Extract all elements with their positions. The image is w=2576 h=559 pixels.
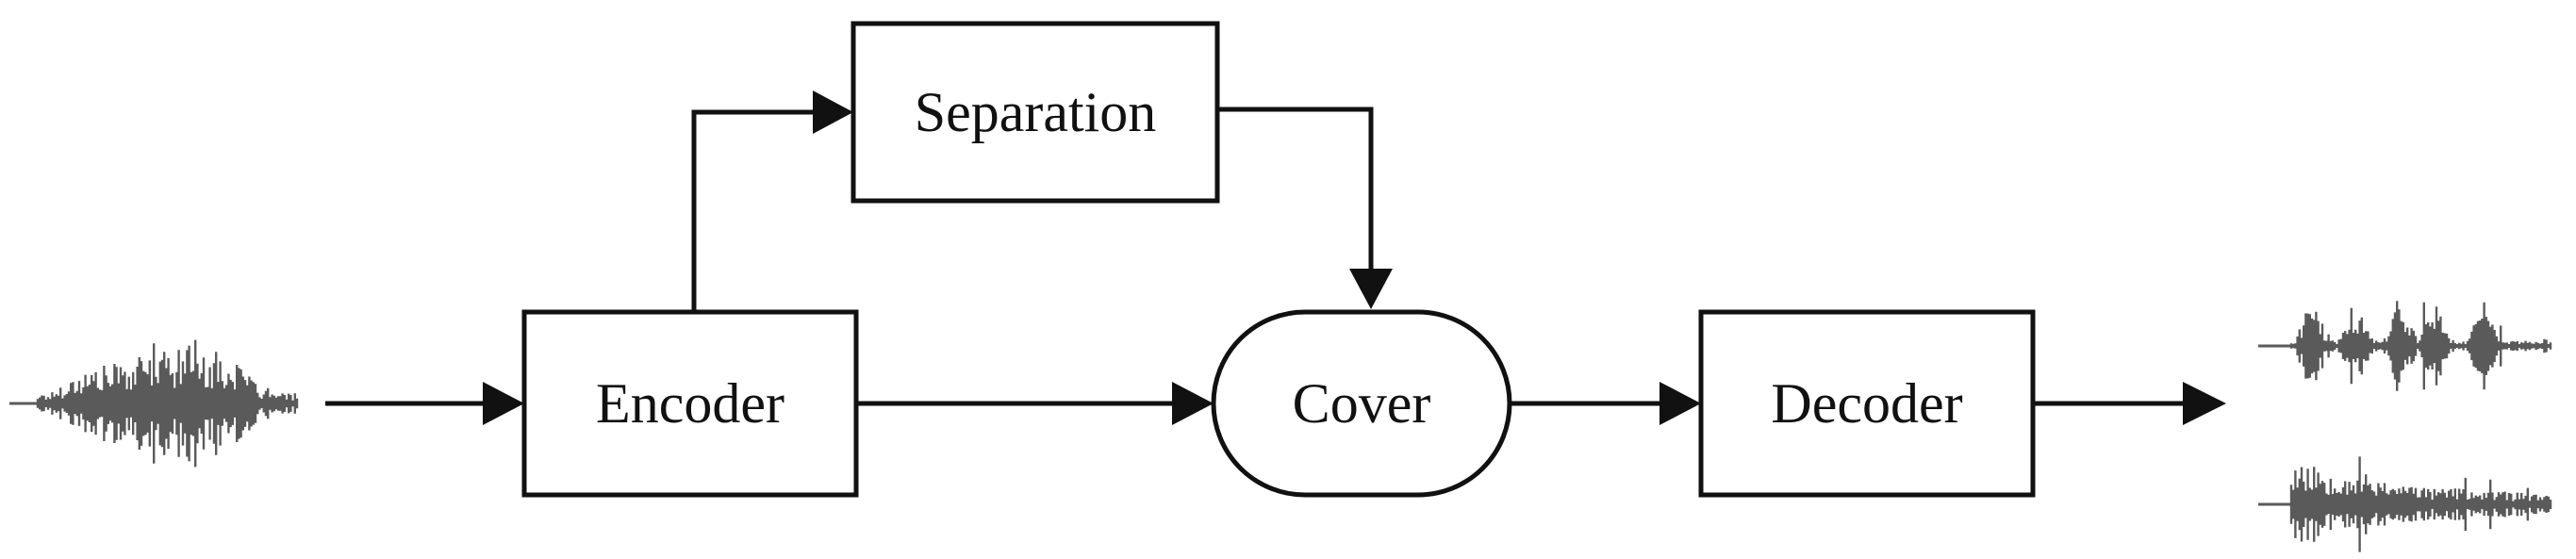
arrow-input-to-encoder — [325, 382, 524, 425]
decoder-node: Decoder — [1698, 309, 2036, 498]
cover-node: Cover — [1211, 309, 1512, 498]
separation-node: Separation — [850, 21, 1220, 204]
arrow-encoder-to-separation — [691, 90, 853, 312]
encoder-label: Encoder — [596, 372, 784, 435]
separation-label: Separation — [915, 81, 1157, 143]
output-waveform-1 — [2258, 301, 2552, 391]
arrow-separation-to-cover — [1217, 107, 1393, 309]
decoder-label: Decoder — [1771, 372, 1962, 435]
output-waveform-2 — [2258, 456, 2552, 552]
cover-label: Cover — [1293, 372, 1431, 435]
arrow-encoder-to-cover — [856, 382, 1214, 425]
arrow-cover-to-decoder — [1510, 382, 1701, 425]
input-waveform — [9, 339, 299, 468]
arrow-decoder-to-outputs — [2033, 382, 2226, 425]
encoder-node: Encoder — [521, 309, 859, 498]
